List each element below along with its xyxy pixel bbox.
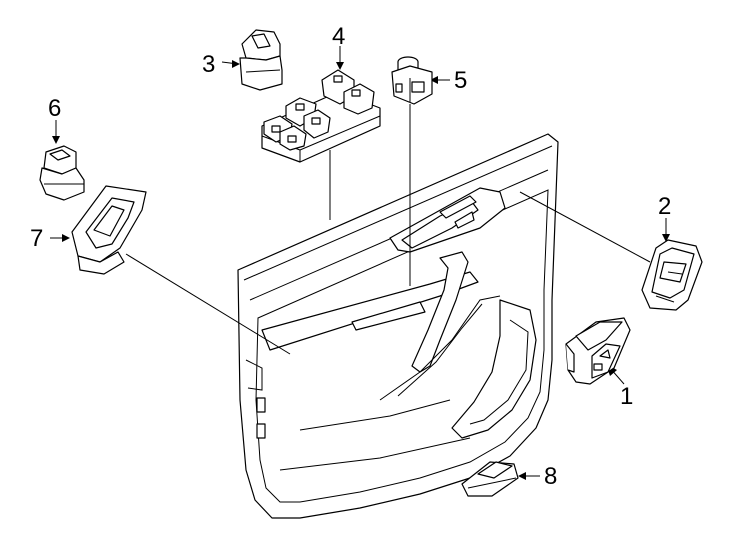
- part-5-mirror-switch: [391, 56, 433, 105]
- part-4-master-switch: [261, 69, 381, 163]
- callout-1: 1: [620, 383, 633, 410]
- part-3-switch: [239, 29, 283, 91]
- part-2-switch: [641, 239, 703, 311]
- door-panel: [237, 133, 559, 519]
- callout-4: 4: [332, 23, 345, 50]
- part-6-switch: [39, 145, 85, 201]
- part-8-switch: [461, 461, 519, 497]
- callout-labels: 4 3 5 6 7 2 1 8: [30, 23, 671, 490]
- callout-5: 5: [454, 67, 467, 94]
- callout-2: 2: [658, 193, 671, 220]
- callout-3: 3: [202, 51, 215, 78]
- callout-7: 7: [30, 225, 43, 252]
- callout-6: 6: [48, 95, 61, 122]
- callout-8: 8: [544, 463, 557, 490]
- part-1-switch: [565, 317, 631, 385]
- part-7-bezel: [71, 185, 147, 275]
